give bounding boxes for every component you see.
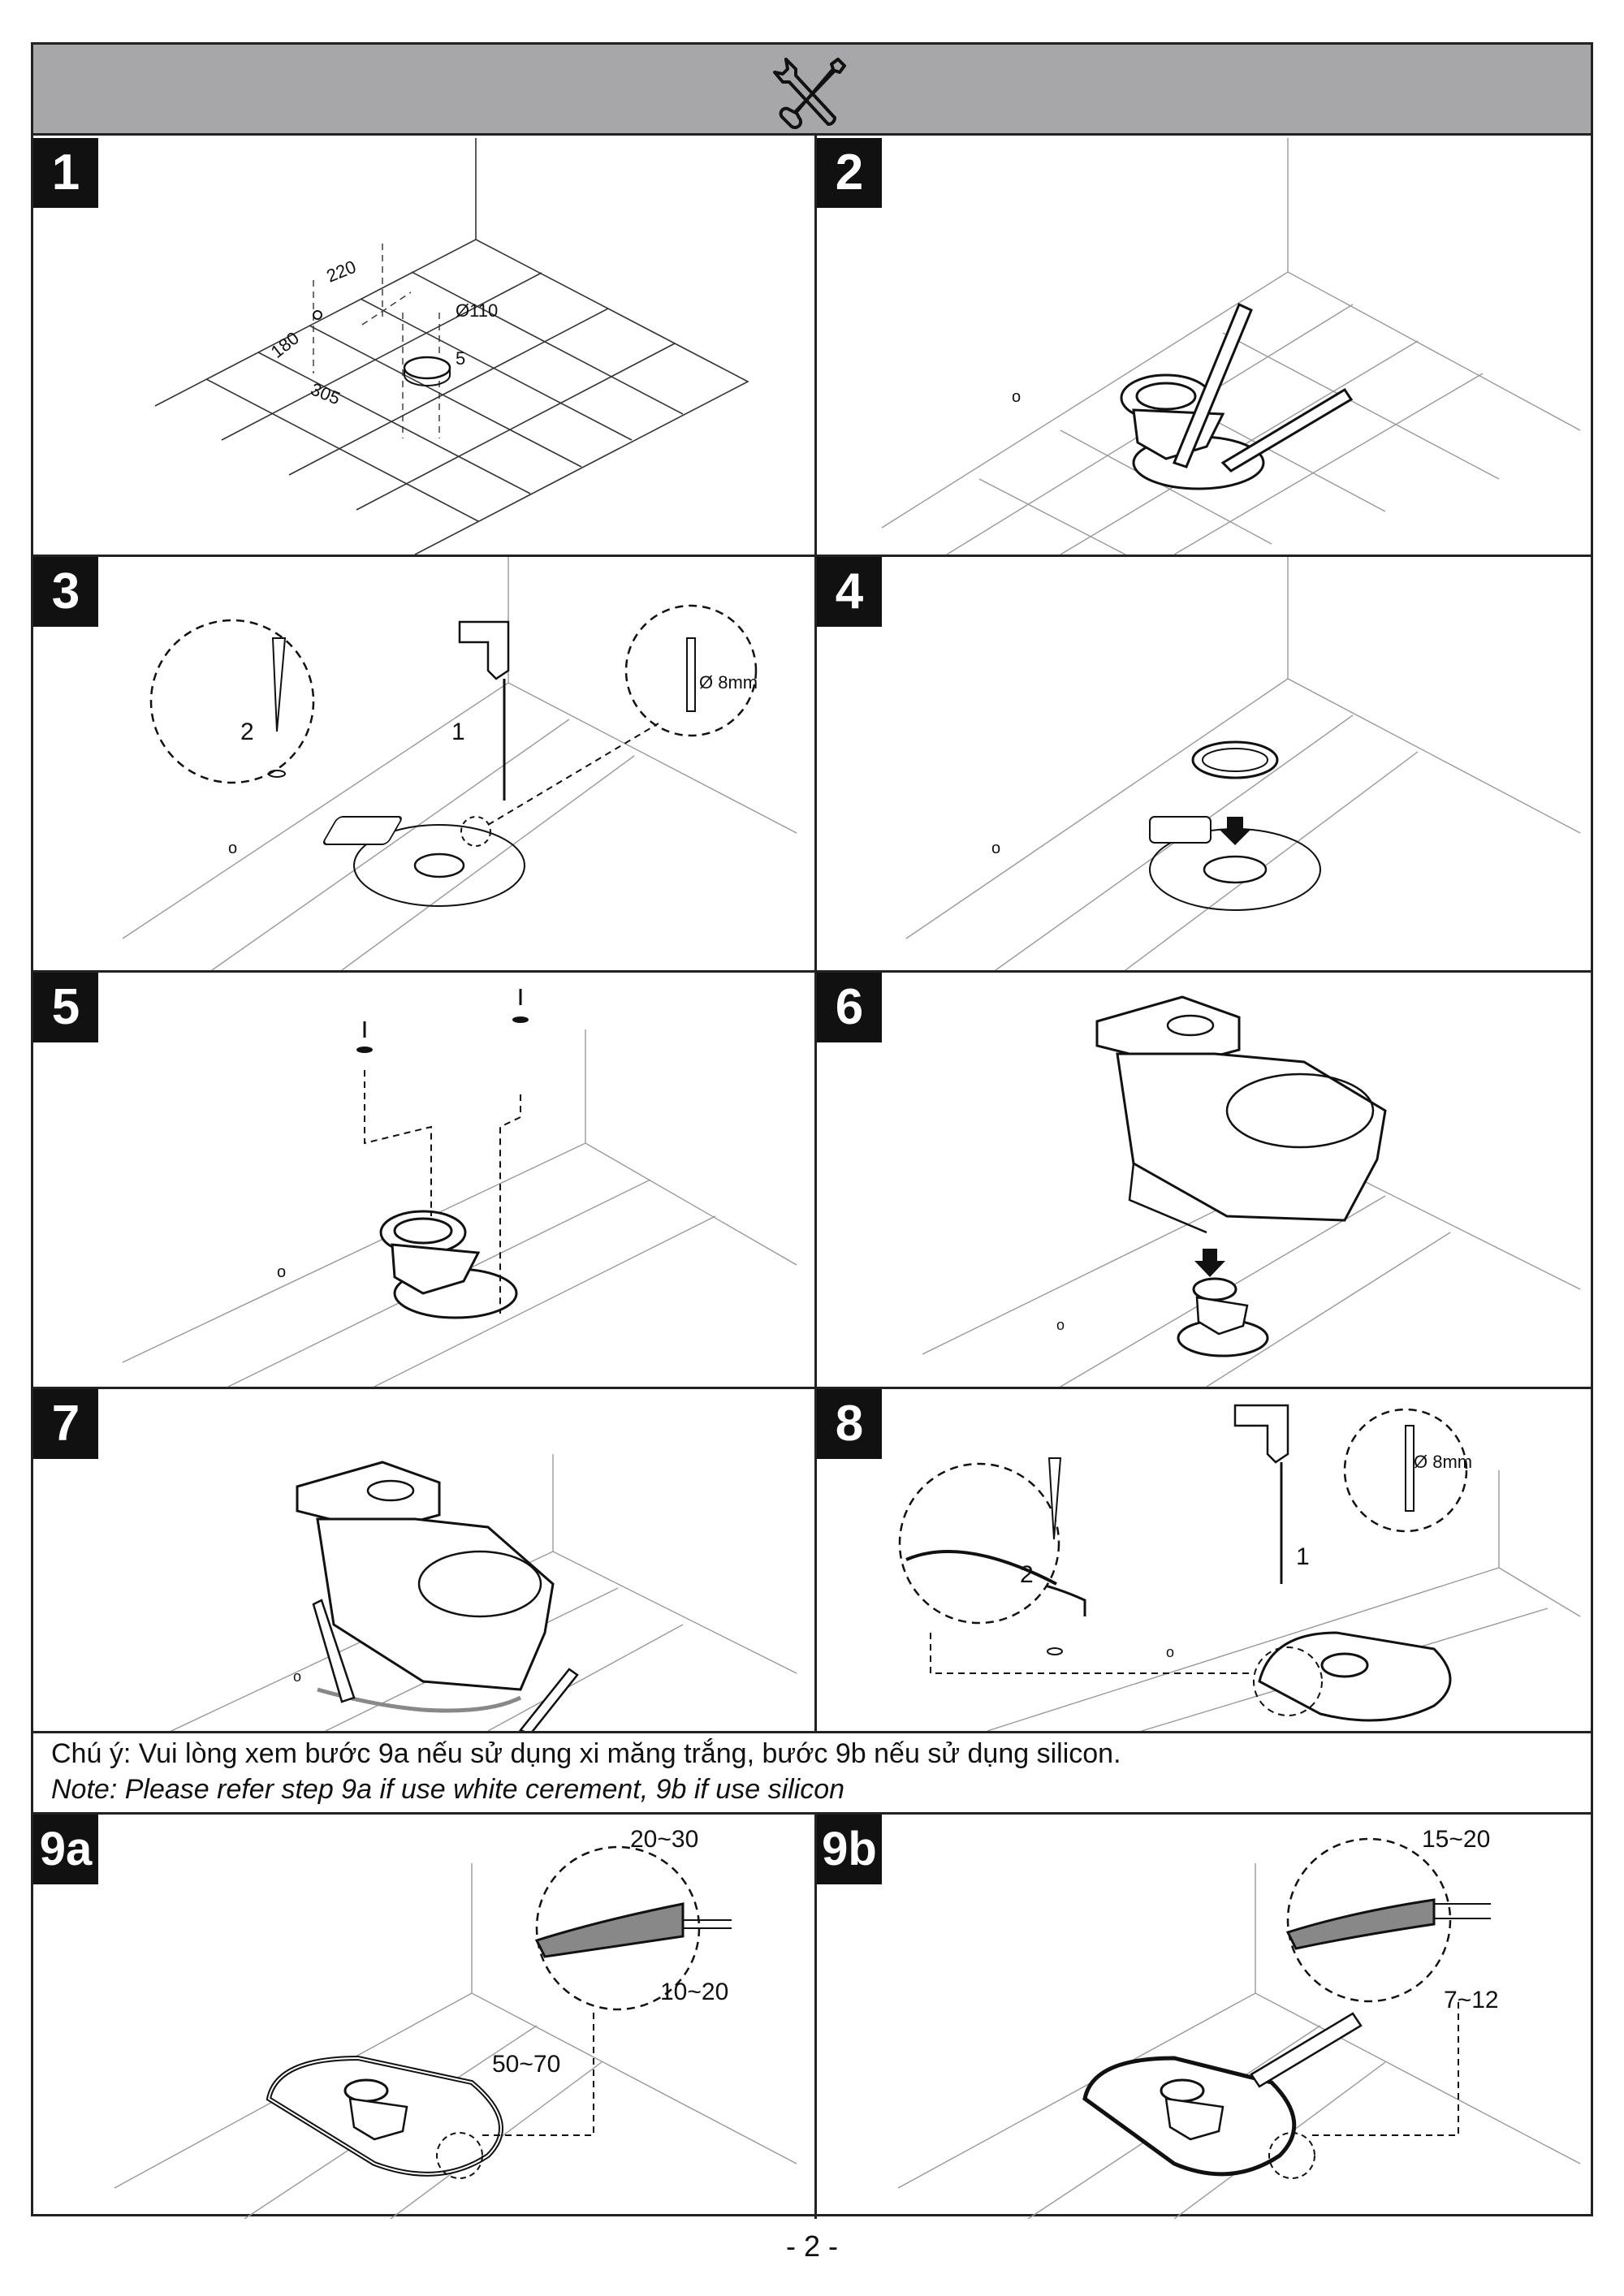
wrench-screwdriver-icon <box>773 58 846 130</box>
step-2-panel: 2 o <box>817 138 1596 555</box>
mark-toilet-base-illustration: o <box>171 1454 797 1731</box>
step-number: 9b <box>817 1815 882 1884</box>
callout-label: 1 <box>451 719 465 745</box>
step-3-panel: 3 2 1 Ø 8mm o <box>33 557 814 970</box>
svg-text:o: o <box>1056 1317 1065 1333</box>
drill-size-label: Ø 8mm <box>699 672 758 693</box>
step-4-panel: 4 o <box>817 557 1596 970</box>
step-7-panel: 7 o <box>33 1389 814 1731</box>
white-cement-seal-illustration: 20~30 10~20 50~70 <box>114 1826 797 2219</box>
callout-label: 2 <box>1020 1561 1034 1588</box>
step-9a-panel: 9a 20~30 10~20 50~70 <box>33 1815 814 2219</box>
drill-toilet-holes-illustration: 2 1 Ø 8mm o <box>898 1404 1581 1731</box>
dim-label: 220 <box>324 257 359 287</box>
callout-label: 1 <box>1296 1543 1310 1570</box>
place-gasket-illustration: o <box>905 557 1581 970</box>
silicone-seal-illustration: 15~20 7~12 <box>897 1826 1581 2219</box>
step-number: 3 <box>33 557 98 627</box>
step-number: 8 <box>817 1389 882 1459</box>
dim-label: 7~12 <box>1444 1987 1499 2013</box>
svg-text:o: o <box>277 1263 286 1281</box>
note-vietnamese: Chú ý: Vui lòng xem bước 9a nếu sử dụng … <box>51 1738 1121 1769</box>
svg-text:o: o <box>1166 1644 1174 1660</box>
row-divider <box>33 555 1591 557</box>
grid-divider <box>814 136 817 1731</box>
dim-label: 5 <box>456 348 465 369</box>
step-5-panel: 5 o <box>33 973 814 1387</box>
dim-label: Ø110 <box>456 300 498 321</box>
dim-label: 180 <box>267 328 303 362</box>
dim-label: 15~20 <box>1422 1826 1490 1853</box>
dim-label: 20~30 <box>630 1826 698 1853</box>
lower-toilet-illustration: o <box>922 995 1581 1387</box>
step-9b-panel: 9b 15~20 7~12 <box>817 1815 1596 2219</box>
mark-flange-illustration: o <box>881 138 1581 555</box>
grid-divider <box>814 1812 817 2219</box>
step-number: 4 <box>817 557 882 627</box>
fix-flange-illustration: o <box>122 989 797 1387</box>
row-divider <box>33 970 1591 973</box>
note-english: Note: Please refer step 9a if use white … <box>51 1774 845 1805</box>
page-number: - 2 - <box>785 2229 838 2263</box>
floor-layout-illustration: 220 180 305 Ø110 5 <box>154 138 749 555</box>
dim-label: 50~70 <box>492 2051 560 2078</box>
svg-text:o: o <box>991 839 1000 857</box>
step-number: 2 <box>817 138 882 208</box>
callout-label: 2 <box>240 719 254 745</box>
step-number: 9a <box>33 1815 98 1884</box>
row-divider <box>33 1387 1591 1389</box>
step-number: 1 <box>33 138 98 208</box>
svg-text:o: o <box>228 839 237 857</box>
drill-size-label: Ø 8mm <box>1414 1452 1472 1472</box>
usage-note: Chú ý: Vui lòng xem bước 9a nếu sử dụng … <box>33 1731 1591 1812</box>
step-number: 6 <box>817 973 882 1042</box>
svg-text:o: o <box>1012 388 1021 406</box>
instruction-sheet: 1 220 <box>31 42 1596 2219</box>
step-number: 7 <box>33 1389 98 1459</box>
tools-header <box>33 45 1591 136</box>
drill-holes-illustration: 2 1 Ø 8mm o <box>122 557 797 970</box>
row-divider <box>33 1812 1591 1815</box>
dim-label: 305 <box>308 378 343 408</box>
svg-text:o: o <box>293 1668 301 1685</box>
step-8-panel: 8 2 1 Ø 8mm o <box>817 1389 1596 1731</box>
step-6-panel: 6 o <box>817 973 1596 1387</box>
step-number: 5 <box>33 973 98 1042</box>
dim-label: 10~20 <box>660 1979 728 2005</box>
row-divider <box>33 1731 1591 1733</box>
step-1-panel: 1 220 <box>33 138 814 555</box>
